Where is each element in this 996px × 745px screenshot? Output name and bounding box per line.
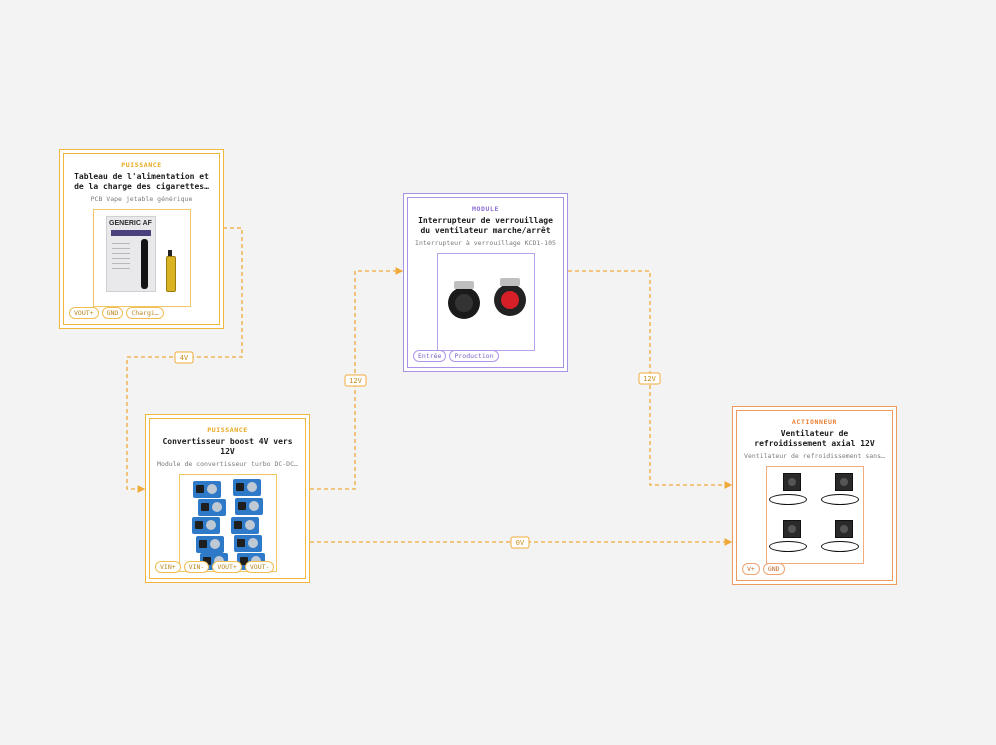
node-subtitle: PCB Vape jetable générique (90, 195, 193, 203)
pcb-module-image (233, 535, 262, 552)
node-category: ACTIONNEUR (791, 418, 838, 426)
node-subtitle: Module de convertisseur turbo DC-DC… (157, 460, 298, 468)
node-category: MODULE (471, 205, 500, 213)
svg-text:4V: 4V (180, 354, 189, 362)
pin-v-plus[interactable]: V+ (742, 563, 760, 575)
pin-vin-plus[interactable]: VIN+ (155, 561, 181, 573)
product-image-boost (178, 474, 277, 572)
pin-vout-plus[interactable]: VOUT+ (212, 561, 242, 573)
fan-image (782, 473, 801, 491)
vape-pen-image (140, 239, 148, 289)
product-image-fan (765, 466, 864, 564)
pin-vout-minus[interactable]: VOUT- (244, 561, 275, 573)
svg-text:12V: 12V (643, 375, 656, 383)
node-cooling-fan[interactable]: ACTIONNEUR Ventilateur de refroidissemen… (732, 406, 897, 585)
node-subtitle: Ventilateur de refroidissement sans… (744, 452, 885, 460)
product-image-vape: GENERIC AF (92, 209, 191, 307)
wire-label-4v: 4V (174, 351, 194, 364)
pcb-module-image (197, 499, 226, 516)
fan-image (834, 473, 853, 491)
pcb-module-image (195, 536, 224, 553)
vape-cartridge-image (165, 256, 176, 292)
fan-cable-image (820, 541, 859, 552)
node-card: PUISSANCE Convertisseur boost 4V vers 12… (149, 418, 306, 579)
pin-gnd[interactable]: GND (101, 307, 124, 319)
pin-list: Entrée Production (413, 350, 499, 362)
pin-vout-plus[interactable]: VOUT+ (69, 307, 99, 319)
wire-label-12v-left: 12V (344, 374, 367, 387)
node-boost-converter[interactable]: PUISSANCE Convertisseur boost 4V vers 12… (145, 414, 310, 583)
node-title: Ventilateur de refroidissement axial 12V (754, 429, 875, 448)
fan-cable-image (768, 494, 807, 505)
pin-vin-minus[interactable]: VIN- (183, 561, 210, 573)
vape-brand-logo: GENERIC AF (109, 220, 152, 227)
vape-package-image: GENERIC AF (105, 216, 156, 292)
fan-cable-image (768, 541, 807, 552)
pin-output[interactable]: Production (449, 350, 499, 362)
node-title: Tableau de l'alimentation et de la charg… (74, 172, 209, 191)
node-category: PUISSANCE (121, 161, 162, 169)
product-image-switch (436, 253, 535, 351)
pcb-module-image (191, 517, 220, 534)
node-card: MODULE Interrupteur de verrouillage du v… (407, 197, 564, 368)
pcb-module-image (192, 481, 221, 498)
node-fan-switch[interactable]: MODULE Interrupteur de verrouillage du v… (403, 193, 568, 372)
node-card: PUISSANCE Tableau de l'alimentation et d… (63, 153, 220, 325)
pin-list: VIN+ VIN- VOUT+ VOUT- (155, 561, 275, 573)
node-title: Convertisseur boost 4V vers 12V (162, 437, 293, 456)
fan-cable-image (820, 494, 859, 505)
pcb-module-image (230, 517, 259, 534)
pin-input[interactable]: Entrée (413, 350, 447, 362)
wire-label-12v-right: 12V (638, 372, 661, 385)
pcb-module-image (232, 479, 261, 496)
pin-gnd[interactable]: GND (762, 563, 785, 575)
svg-text:12V: 12V (349, 377, 362, 385)
node-subtitle: Interrupteur à verrouillage KCD1-105 (415, 239, 556, 247)
node-category: PUISSANCE (207, 426, 248, 434)
pin-charging[interactable]: Chargi… (126, 307, 164, 319)
pcb-module-image (234, 498, 263, 515)
node-title: Interrupteur de verrouillage du ventilat… (418, 216, 553, 235)
pin-list: V+ GND (742, 563, 785, 575)
wire-label-0v: 0V (510, 536, 530, 549)
fan-image (834, 520, 853, 538)
fan-image (782, 520, 801, 538)
black-rocker-switch-image (447, 281, 480, 319)
node-card: ACTIONNEUR Ventilateur de refroidissemen… (736, 410, 893, 581)
svg-text:0V: 0V (516, 539, 525, 547)
pin-list: VOUT+ GND Chargi… (69, 307, 164, 319)
node-vape-pcb[interactable]: PUISSANCE Tableau de l'alimentation et d… (59, 149, 224, 329)
red-rocker-switch-image (493, 278, 526, 316)
